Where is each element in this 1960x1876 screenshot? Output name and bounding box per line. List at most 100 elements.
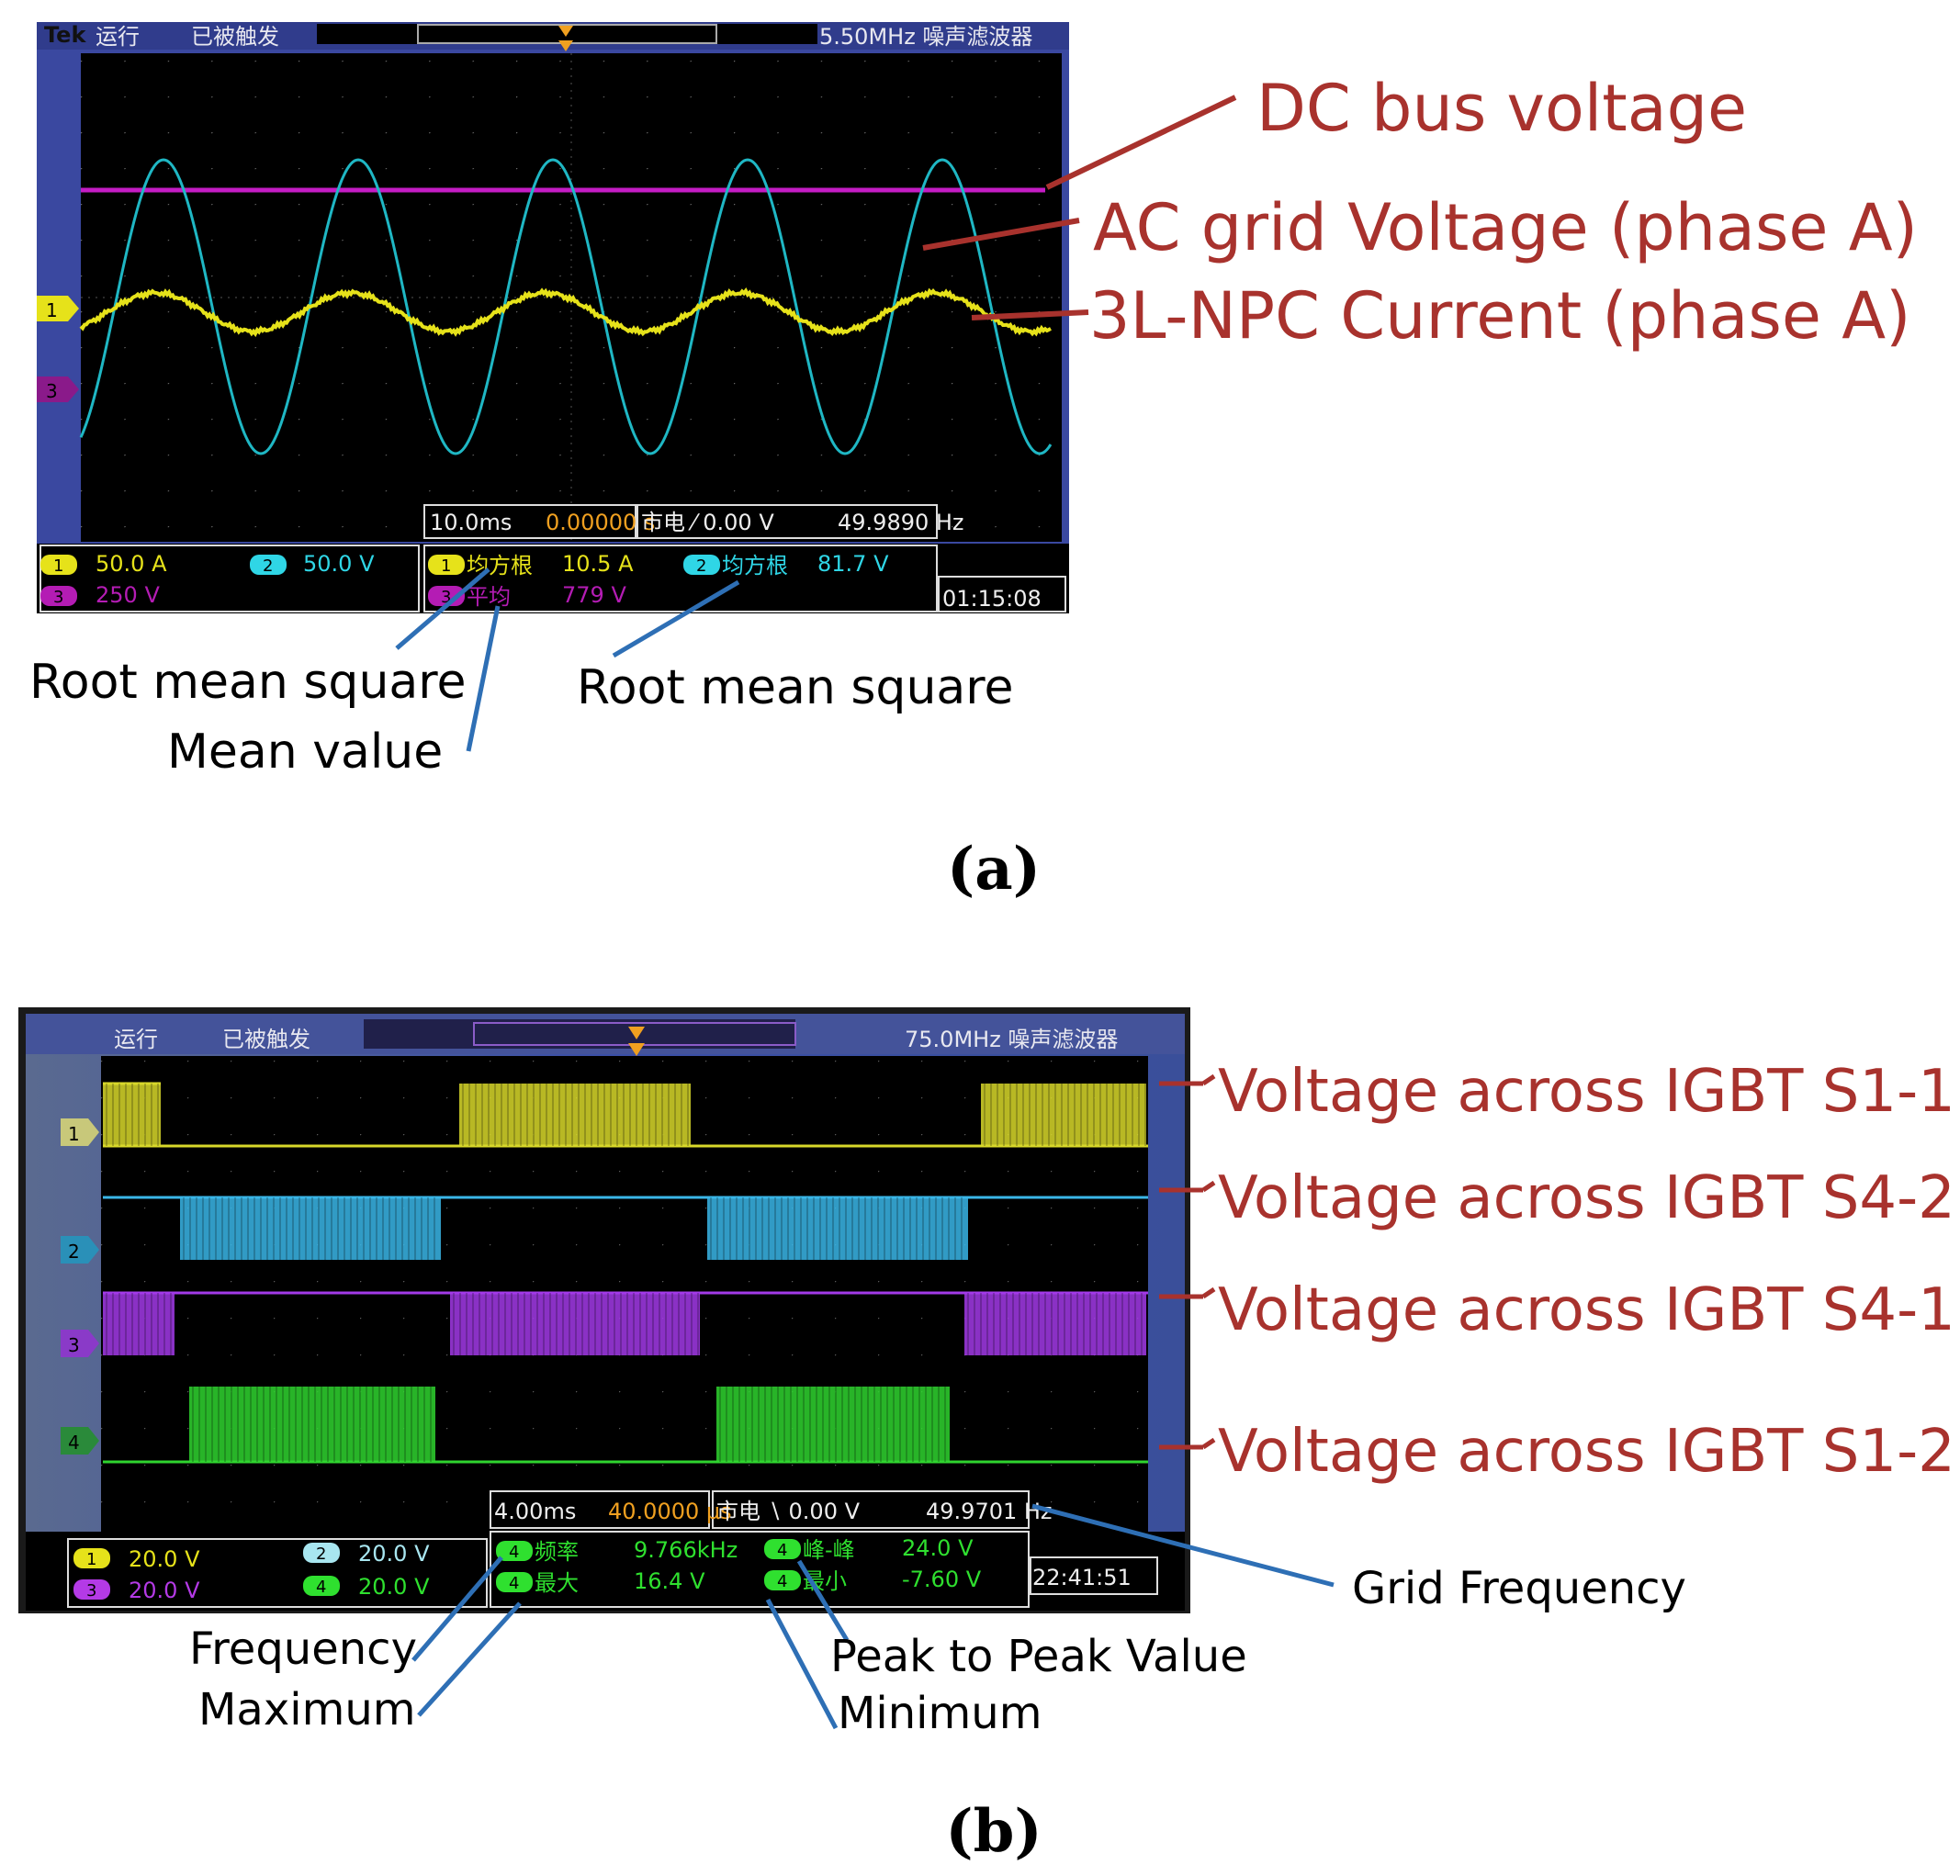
svg-text:3: 3 xyxy=(46,380,58,402)
s1-1-pulse-block xyxy=(981,1084,1146,1146)
maximum-leader xyxy=(417,1601,522,1717)
s4-2-leader xyxy=(1159,1180,1216,1193)
panel-b-status-run: 运行 xyxy=(114,1027,158,1052)
svg-text:9.766kHz: 9.766kHz xyxy=(634,1537,738,1563)
svg-text:平均: 平均 xyxy=(467,584,511,610)
svg-text:1: 1 xyxy=(441,556,451,576)
svg-text:16.4 V: 16.4 V xyxy=(634,1568,705,1594)
panel-a-meas-2: 2 均方根 81.7 V xyxy=(683,551,889,579)
panel-b-clock: 22:41:51 xyxy=(1032,1565,1132,1590)
grid-frequency-label: Grid Frequency xyxy=(1352,1563,1686,1614)
panel-a-oscilloscope: Tek 运行 已被触发 5.50MHz 噪声滤波器 1 3 xyxy=(37,22,1069,613)
panel-a-trigger: 市电 ⁄ 0.00 V xyxy=(641,510,774,535)
maximum-label: Maximum xyxy=(198,1684,416,1736)
svg-text:峰-峰: 峰-峰 xyxy=(803,1537,855,1563)
svg-text:50.0 V: 50.0 V xyxy=(303,551,375,577)
s4-1-label: Voltage across IGBT S4-1 xyxy=(1218,1276,1955,1344)
minimum-leader xyxy=(765,1598,839,1730)
panel-b-pwm-traces xyxy=(103,1082,1148,1464)
ac-grid-label: AC grid Voltage (phase A) xyxy=(1093,190,1918,265)
minimum-label: Minimum xyxy=(838,1688,1042,1739)
svg-text:4: 4 xyxy=(509,1543,519,1562)
s1-1-leader xyxy=(1159,1073,1216,1086)
svg-text:779 V: 779 V xyxy=(562,582,626,608)
svg-text:1: 1 xyxy=(68,1123,80,1145)
mean-label: Mean value xyxy=(167,725,443,780)
panel-a-scale-ch3: 3 250 V xyxy=(40,582,160,608)
panel-a-annotations: DC bus voltage AC grid Voltage (phase A)… xyxy=(29,71,1918,904)
frequency-leader xyxy=(411,1556,503,1662)
panel-a-clock: 01:15:08 xyxy=(942,586,1042,612)
s4-2-label: Voltage across IGBT S4-2 xyxy=(1218,1164,1955,1232)
npc-current-label: 3L-NPC Current (phase A) xyxy=(1089,278,1910,354)
svg-text:3: 3 xyxy=(441,588,451,607)
panel-b-bandwidth: 75.0MHz 噪声滤波器 xyxy=(905,1027,1118,1052)
panel-a-info-bar: 10.0ms 0.00000 s 市电 ⁄ 0.00 V 49.9890 Hz xyxy=(423,504,964,539)
panel-b-meas-frequency: 4 频率 9.766kHz xyxy=(496,1537,738,1565)
svg-text:81.7 V: 81.7 V xyxy=(817,551,889,577)
svg-text:20.0 V: 20.0 V xyxy=(358,1574,430,1600)
panel-b-trigger: 市电 ∖ 0.00 V xyxy=(716,1499,861,1524)
svg-text:24.0 V: 24.0 V xyxy=(902,1535,974,1561)
panel-a-meas-1: 1 均方根 10.5 A xyxy=(428,551,634,579)
svg-text:4: 4 xyxy=(777,1541,787,1560)
svg-text:10.5 A: 10.5 A xyxy=(562,551,634,577)
peak-to-peak-leader xyxy=(796,1559,850,1642)
panel-a-brand: Tek xyxy=(44,22,86,48)
panel-b-oscilloscope: 运行 已被触发 75.0MHz 噪声滤波器 1 2 3 4 xyxy=(18,1007,1190,1613)
panel-b-scale-ch3: 3 20.0 V xyxy=(73,1578,200,1603)
s1-2-label: Voltage across IGBT S1-2 xyxy=(1218,1418,1955,1486)
s1-2-pulse-block xyxy=(189,1387,435,1462)
panel-b-meas-maximum: 4 最大 16.4 V xyxy=(496,1568,705,1596)
s1-2-leader xyxy=(1159,1437,1216,1450)
panel-a-status-trig: 已被触发 xyxy=(191,24,279,50)
panel-b-ch4-marker: 4 xyxy=(61,1427,99,1455)
panel-b-ch2-marker: 2 xyxy=(61,1236,99,1264)
panel-a-ch3-marker: 3 xyxy=(37,376,79,402)
svg-text:-7.60 V: -7.60 V xyxy=(902,1567,982,1592)
panel-b-info-bar: 4.00ms 40.0000 µs 市电 ∖ 0.00 V 49.9701 Hz xyxy=(490,1490,1053,1529)
svg-text:20.0 V: 20.0 V xyxy=(358,1541,430,1567)
svg-text:2: 2 xyxy=(696,556,706,576)
s1-1-label: Voltage across IGBT S1-1 xyxy=(1218,1058,1955,1126)
s4-1-pulse-block xyxy=(964,1293,1146,1355)
svg-text:3: 3 xyxy=(68,1334,80,1356)
svg-text:3: 3 xyxy=(86,1581,96,1601)
rms-right-label: Root mean square xyxy=(577,660,1014,715)
svg-text:均方根: 均方根 xyxy=(722,553,788,579)
panel-b-status-trig: 已被触发 xyxy=(222,1027,310,1052)
panel-a-frequency: 49.9890 Hz xyxy=(838,510,964,535)
svg-text:1: 1 xyxy=(86,1550,96,1569)
rms-right-leader xyxy=(612,579,740,658)
panel-b-annotations: Voltage across IGBT S1-1 Voltage across … xyxy=(189,1058,1955,1866)
svg-text:4: 4 xyxy=(509,1574,519,1593)
svg-text:250 V: 250 V xyxy=(96,582,160,608)
caption-a: (a) xyxy=(947,835,1041,904)
s1-1-pulse-block xyxy=(459,1084,691,1146)
svg-text:50.0 A: 50.0 A xyxy=(96,551,167,577)
panel-a-delay: 0.00000 s xyxy=(546,510,655,535)
panel-a-scale-ch1: 1 50.0 A xyxy=(40,551,167,577)
panel-a-meas-3: 3 平均 779 V xyxy=(428,582,626,610)
svg-text:最大: 最大 xyxy=(535,1570,579,1596)
panel-b-frequency: 49.9701 Hz xyxy=(926,1499,1053,1524)
svg-text:4: 4 xyxy=(777,1572,787,1591)
svg-text:1: 1 xyxy=(46,299,58,321)
ac-grid-leader xyxy=(922,218,1080,251)
panel-b-scale-ch1: 1 20.0 V xyxy=(73,1546,200,1572)
panel-b-ch3-marker: 3 xyxy=(61,1330,99,1357)
panel-a-bandwidth: 5.50MHz 噪声滤波器 xyxy=(819,24,1032,50)
npc-current-leader xyxy=(971,309,1089,320)
svg-text:20.0 V: 20.0 V xyxy=(129,1578,200,1603)
s4-2-pulse-block xyxy=(707,1197,968,1260)
s1-1-pulse-block xyxy=(103,1084,161,1146)
panel-b-timebase: 4.00ms xyxy=(494,1499,576,1524)
grid-frequency-leader xyxy=(1031,1503,1335,1588)
frequency-label: Frequency xyxy=(189,1623,417,1675)
s4-2-pulse-block xyxy=(180,1197,441,1260)
dc-bus-label: DC bus voltage xyxy=(1256,71,1747,146)
panel-b-scale-ch2: 2 20.0 V xyxy=(303,1541,430,1567)
svg-text:均方根: 均方根 xyxy=(467,553,533,579)
rms-left-leader xyxy=(395,567,490,650)
dc-bus-leader xyxy=(1045,95,1237,190)
